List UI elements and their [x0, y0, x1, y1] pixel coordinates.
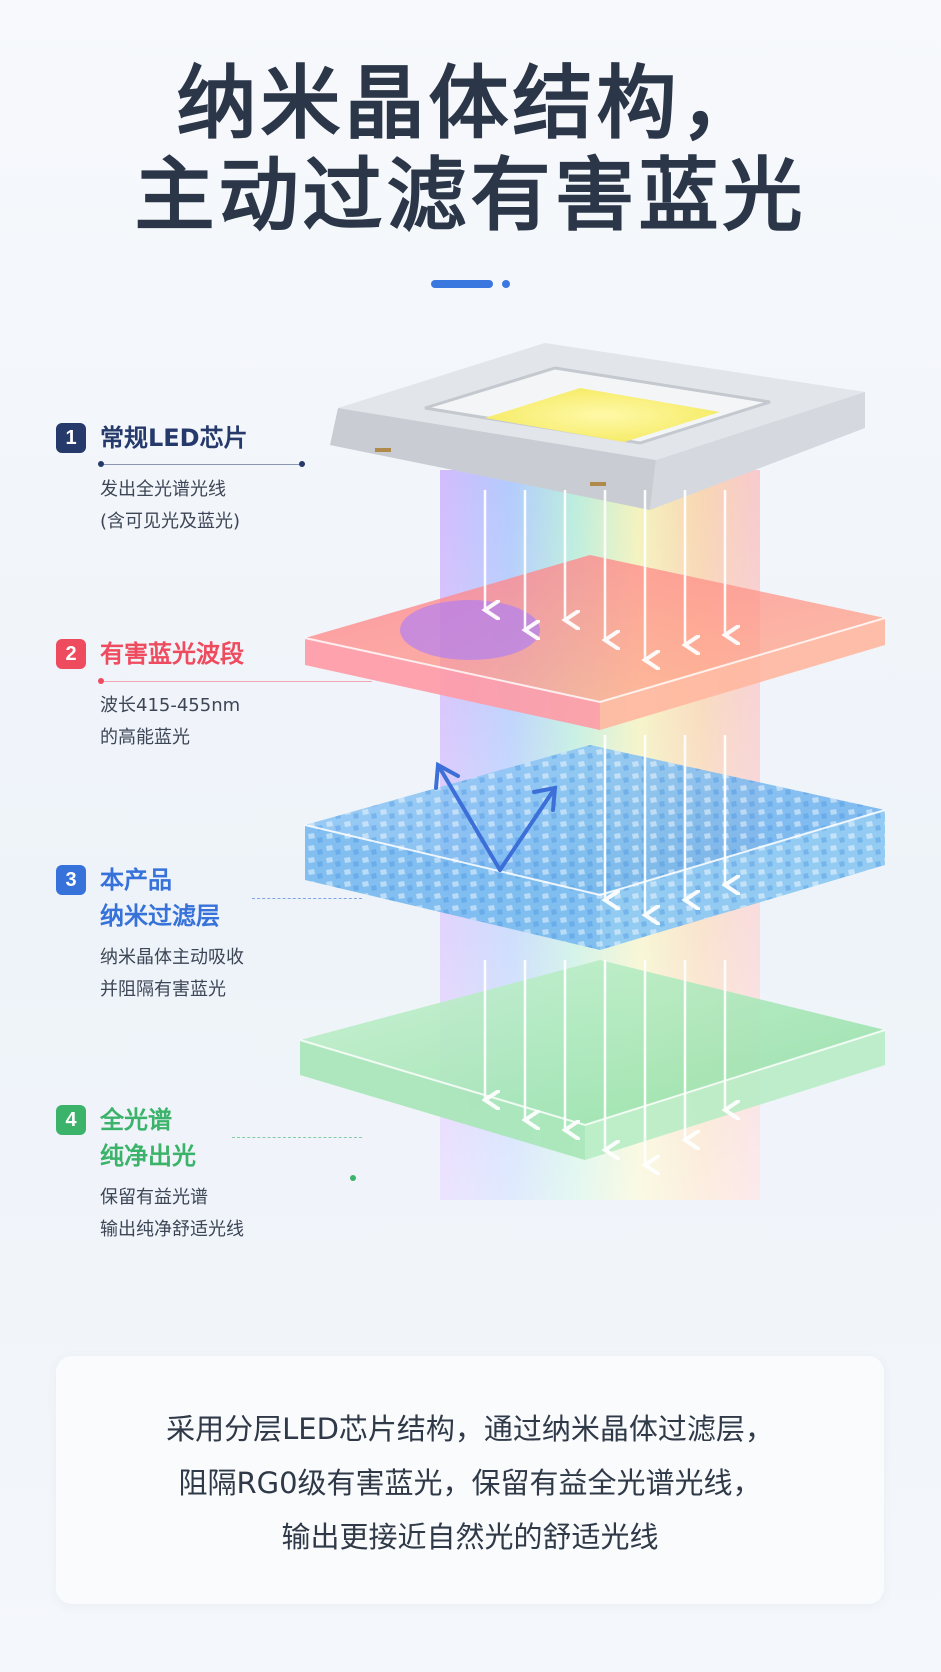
layer-4-leader-line [232, 1137, 362, 1139]
layer-1-desc-line-1: 发出全光谱光线 [100, 479, 226, 500]
layer-2-leader-dot [98, 678, 104, 684]
blue-light-reflection-arrows [434, 761, 558, 872]
layer-4-name-line-1: 全光谱 [100, 1106, 172, 1134]
layer-2-number-badge: 2 [56, 639, 86, 669]
layer-3-desc-line-2: 并阻隔有害蓝光 [100, 979, 226, 1000]
page-title-line-1: 纳米晶体结构， [176, 57, 765, 150]
output-layer-plate [299, 960, 886, 1160]
layer-3-number-badge: 3 [56, 865, 86, 895]
layer-1-leader-line [102, 464, 302, 465]
layer-3-leader-line [252, 898, 362, 900]
title-underline-bar [431, 280, 493, 288]
page-title-line-2: 主动过滤有害蓝光 [134, 149, 807, 242]
layer-3-name-line-2: 纳米过滤层 [100, 902, 220, 930]
layer-4-number-badge: 4 [56, 1105, 86, 1135]
layer-4-desc-line-2: 输出纯净舒适光线 [100, 1219, 244, 1240]
layer-2-leader-line [102, 681, 372, 682]
layer-3-name-line-1: 本产品 [100, 866, 172, 894]
blue-band-layer-plate [304, 555, 886, 730]
layer-1-leader-dot [98, 461, 104, 467]
layer-stack-diagram [299, 343, 886, 1200]
layer-1-name: 常规LED芯片 [100, 424, 248, 452]
layer-2-desc-line-1: 波长415-455nm [100, 695, 241, 716]
layer-4-desc-line-1: 保留有益光谱 [100, 1187, 208, 1208]
caption-line-1: 采用分层LED芯片结构，通过纳米晶体过滤层， [166, 1412, 774, 1446]
led-chip [330, 343, 865, 510]
caption-line-2: 阻隔RG0级有害蓝光，保留有益全光谱光线， [178, 1466, 762, 1500]
caption-line-3: 输出更接近自然光的舒适光线 [281, 1520, 659, 1554]
layer-3-desc-line-1: 纳米晶体主动吸收 [100, 947, 244, 968]
layer-4-name-line-2: 纯净出光 [100, 1142, 196, 1170]
layer-1-desc-line-2: (含可见光及蓝光) [100, 511, 241, 532]
summary-caption-card: 采用分层LED芯片结构，通过纳米晶体过滤层， 阻隔RG0级有害蓝光，保留有益全光… [56, 1356, 884, 1604]
light-flow-arrows [485, 490, 725, 1165]
nano-filter-layer-plate [304, 745, 886, 950]
title-underline-dot [502, 280, 510, 288]
layer-2-desc-line-2: 的高能蓝光 [100, 727, 190, 748]
layer-2-name: 有害蓝光波段 [100, 640, 244, 668]
layer-1-number-badge: 1 [56, 423, 86, 453]
